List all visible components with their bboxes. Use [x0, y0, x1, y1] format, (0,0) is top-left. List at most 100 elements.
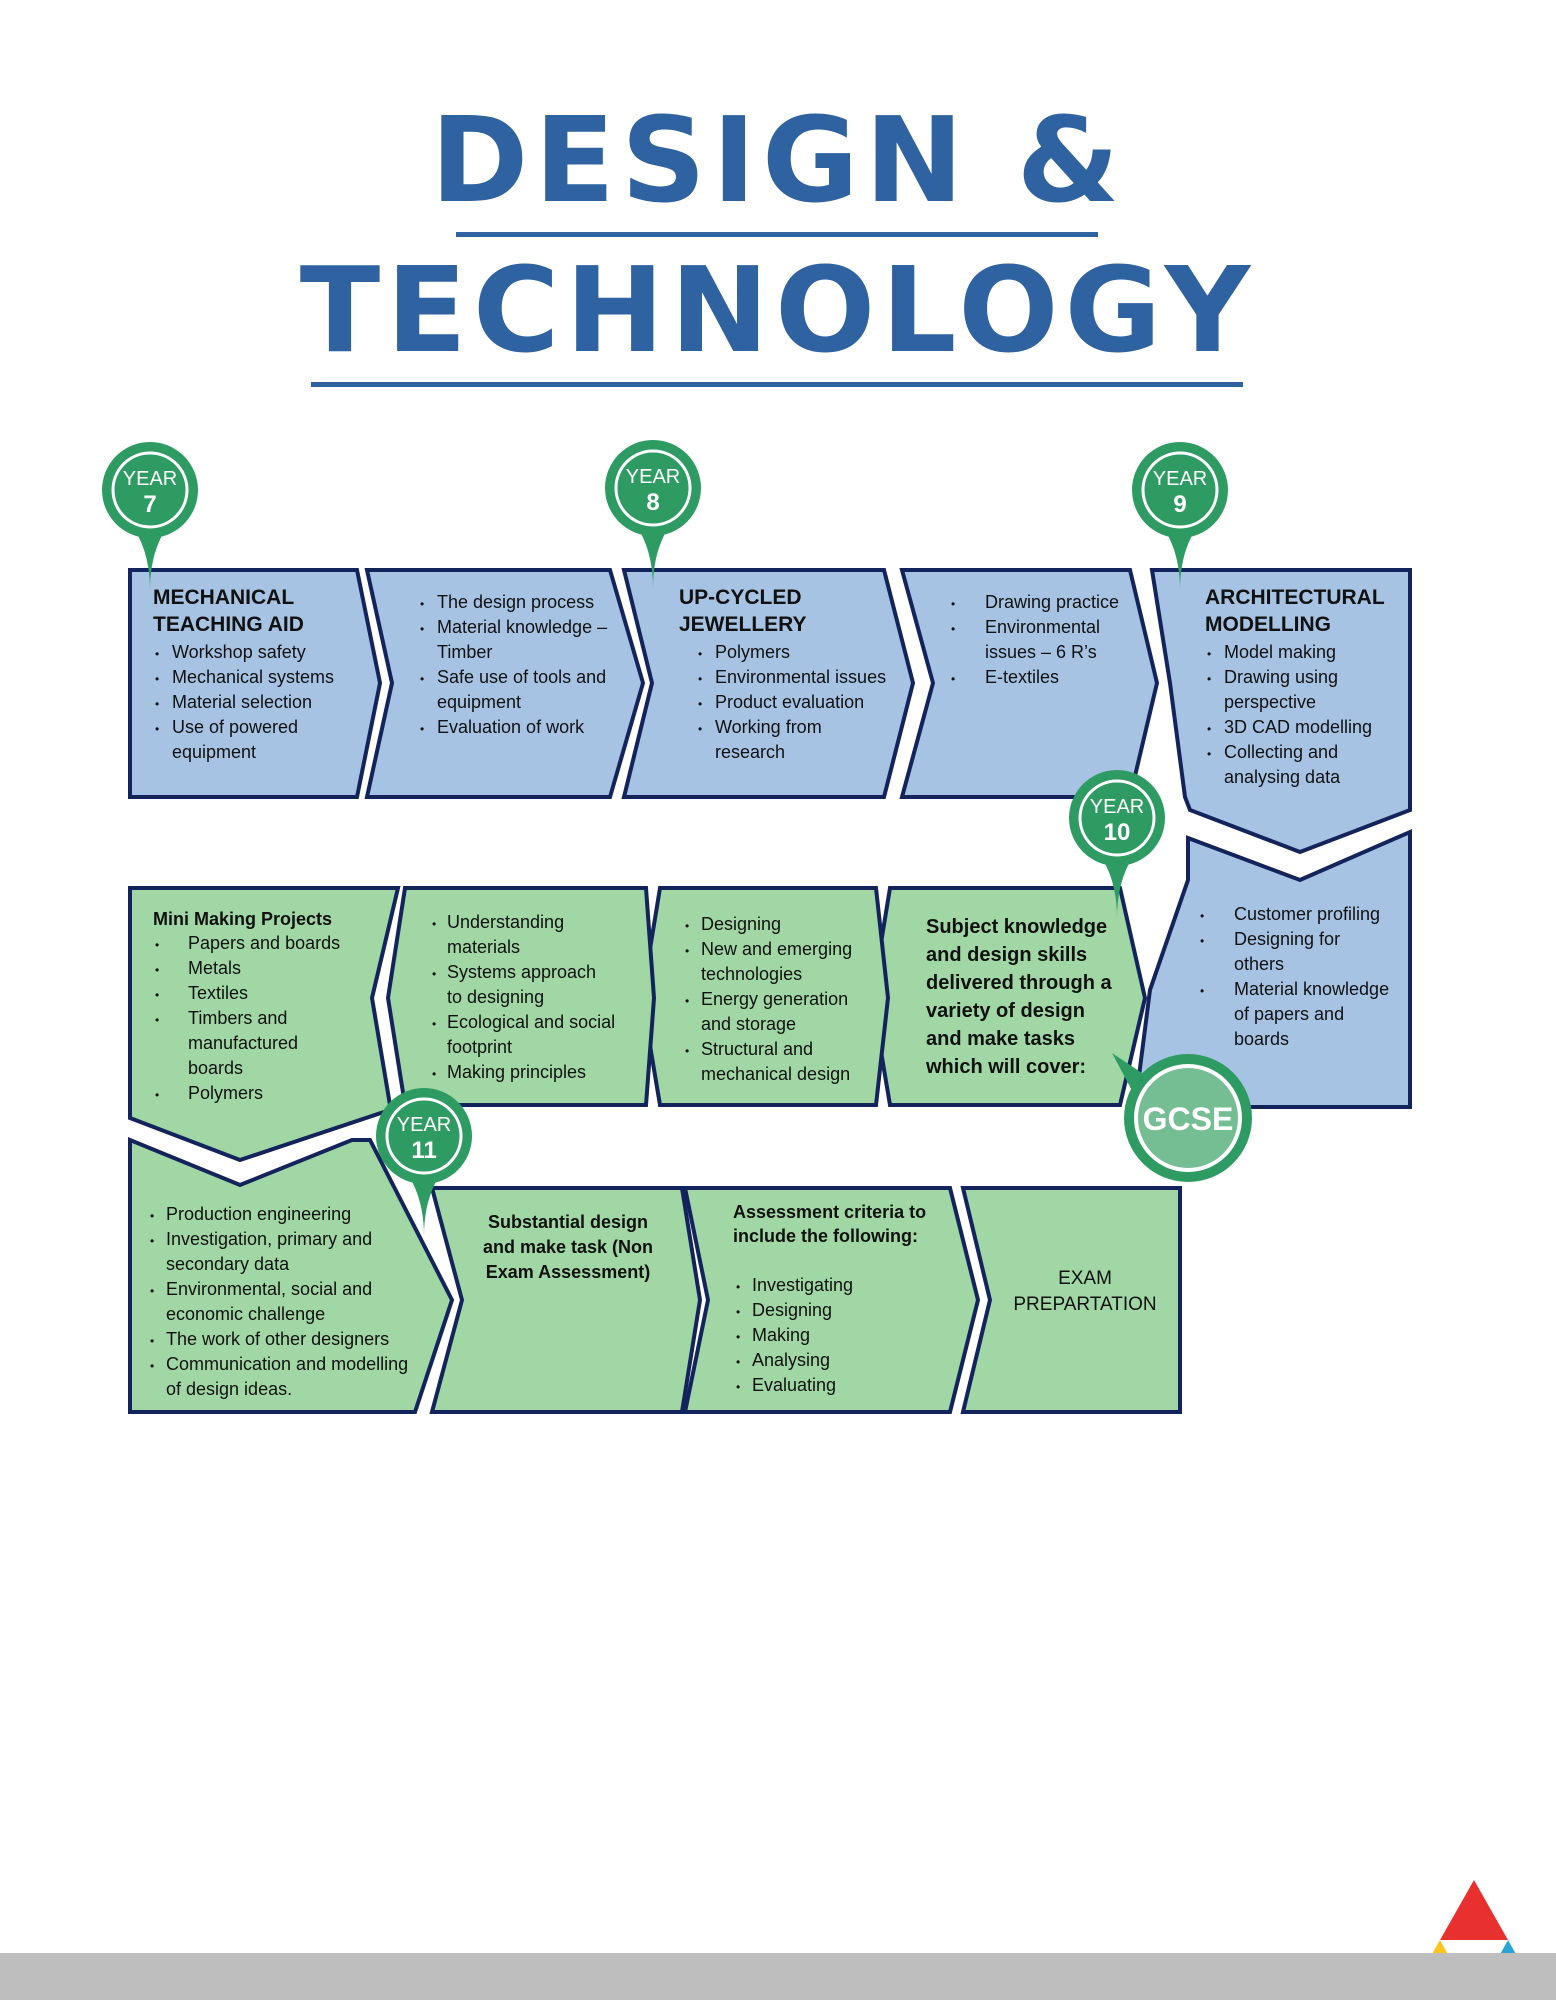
list-item-text: Customer profiling — [1234, 904, 1380, 924]
list-item-text: Structural and — [701, 1039, 813, 1059]
list-item-text: Polymers — [188, 1083, 263, 1103]
list-item-text: Making principles — [447, 1062, 586, 1082]
bullet-icon: • — [1207, 672, 1211, 686]
bullet-icon: • — [685, 1044, 689, 1058]
page-title-line-2: TECHNOLOGY — [299, 241, 1257, 379]
pin-number: 8 — [646, 489, 659, 516]
box-text: delivered through a — [926, 972, 1112, 994]
bullet-icon: • — [150, 1234, 154, 1248]
bullet-icon: • — [736, 1355, 740, 1369]
list-item-text: Energy generation — [701, 989, 848, 1009]
stage-box-up-cycled-jewellery: UP-CYCLEDJEWELLERY•Polymers•Environmenta… — [621, 568, 916, 799]
bullet-icon: • — [432, 1017, 436, 1031]
box-text: and make task (Non — [483, 1237, 653, 1257]
list-item-text: Ecological and social — [447, 1012, 615, 1032]
bullet-icon: • — [685, 944, 689, 958]
bullet-icon: • — [951, 672, 955, 686]
pin-number: 7 — [143, 491, 156, 518]
chevron-shape — [960, 1186, 1182, 1414]
box-heading: TEACHING AID — [153, 613, 304, 636]
list-item-text: Evaluating — [752, 1375, 836, 1395]
bullet-icon: • — [420, 597, 424, 611]
pin-number: 10 — [1104, 819, 1131, 846]
box-text: Substantial design — [488, 1212, 648, 1232]
bullet-icon: • — [951, 622, 955, 636]
stage-box-customer-profiling: •Customer profiling•Designing forothers•… — [1132, 828, 1412, 1109]
bullet-icon: • — [685, 994, 689, 1008]
bullet-icon: • — [1200, 984, 1204, 998]
list-item-text: Designing for — [1234, 929, 1340, 949]
bullet-icon: • — [150, 1334, 154, 1348]
list-item-text: boards — [188, 1058, 243, 1078]
stage-box-substantial-task: Substantial design and make task (NonExam… — [429, 1186, 703, 1414]
bullet-icon: • — [698, 672, 702, 686]
list-item-text: research — [715, 742, 785, 762]
list-item-text: E-textiles — [985, 667, 1059, 687]
bullet-icon: • — [150, 1284, 154, 1298]
bullet-icon: • — [420, 722, 424, 736]
box-heading: ARCHITECTURAL — [1205, 586, 1385, 609]
bullet-icon: • — [432, 1067, 436, 1081]
box-text: and design skills — [926, 944, 1087, 966]
bullet-icon: • — [736, 1305, 740, 1319]
list-item-text: The design process — [437, 592, 594, 612]
bullet-icon: • — [698, 647, 702, 661]
bullet-icon: • — [1207, 647, 1211, 661]
list-item-text: Production engineering — [166, 1204, 351, 1224]
box-text: PREPARTATION — [1013, 1294, 1156, 1315]
chevron-shape — [128, 1137, 455, 1414]
list-item-text: Drawing practice — [985, 592, 1119, 612]
bullet-icon: • — [1207, 747, 1211, 761]
list-item-text: Material knowledge – — [437, 617, 607, 637]
list-item-text: footprint — [447, 1037, 512, 1057]
list-item-text: Product evaluation — [715, 692, 864, 712]
chevron-shape — [385, 886, 657, 1107]
bullet-icon: • — [1207, 722, 1211, 736]
pin-number: 11 — [411, 1137, 436, 1164]
list-item-text: Collecting and — [1224, 742, 1338, 762]
box-heading: JEWELLERY — [679, 613, 807, 636]
bullet-icon: • — [736, 1330, 740, 1344]
pin-label: YEAR — [626, 466, 680, 488]
bullet-icon: • — [150, 1359, 154, 1373]
bullet-icon: • — [1200, 909, 1204, 923]
chevron-shape — [621, 568, 916, 799]
stage-box-mini-making-projects: Mini Making Projects•Papers and boards•M… — [128, 886, 401, 1163]
list-item-text: Communication and modelling — [166, 1354, 408, 1374]
box-heading: Assessment criteria to — [733, 1202, 926, 1222]
list-item-text: Investigation, primary and — [166, 1229, 372, 1249]
bullet-icon: • — [155, 1013, 159, 1027]
list-item-text: of papers and — [1234, 1004, 1344, 1024]
bullet-icon: • — [155, 697, 159, 711]
box-text: which will cover: — [925, 1056, 1086, 1078]
pin-label: YEAR — [123, 468, 177, 490]
list-item-text: and storage — [701, 1014, 796, 1034]
list-item-text: The work of other designers — [166, 1329, 389, 1349]
pin-label: YEAR — [1153, 468, 1207, 490]
list-item-text: Material selection — [172, 692, 312, 712]
list-item-text: Working from — [715, 717, 822, 737]
list-item-text: materials — [447, 937, 520, 957]
box-text: Exam Assessment) — [486, 1262, 650, 1282]
chevron-shape — [429, 1186, 703, 1414]
list-item-text: Evaluation of work — [437, 717, 585, 737]
bullet-icon: • — [420, 672, 424, 686]
list-item-text: Designing — [701, 914, 781, 934]
list-item-text: Environmental — [985, 617, 1100, 637]
list-item-text: equipment — [437, 692, 521, 712]
bullet-icon: • — [155, 647, 159, 661]
list-item-text: boards — [1234, 1029, 1289, 1049]
bullet-icon: • — [155, 1088, 159, 1102]
bullet-icon: • — [698, 697, 702, 711]
list-item-text: Systems approach — [447, 962, 596, 982]
bullet-icon: • — [432, 967, 436, 981]
list-item-text: Environmental, social and — [166, 1279, 372, 1299]
